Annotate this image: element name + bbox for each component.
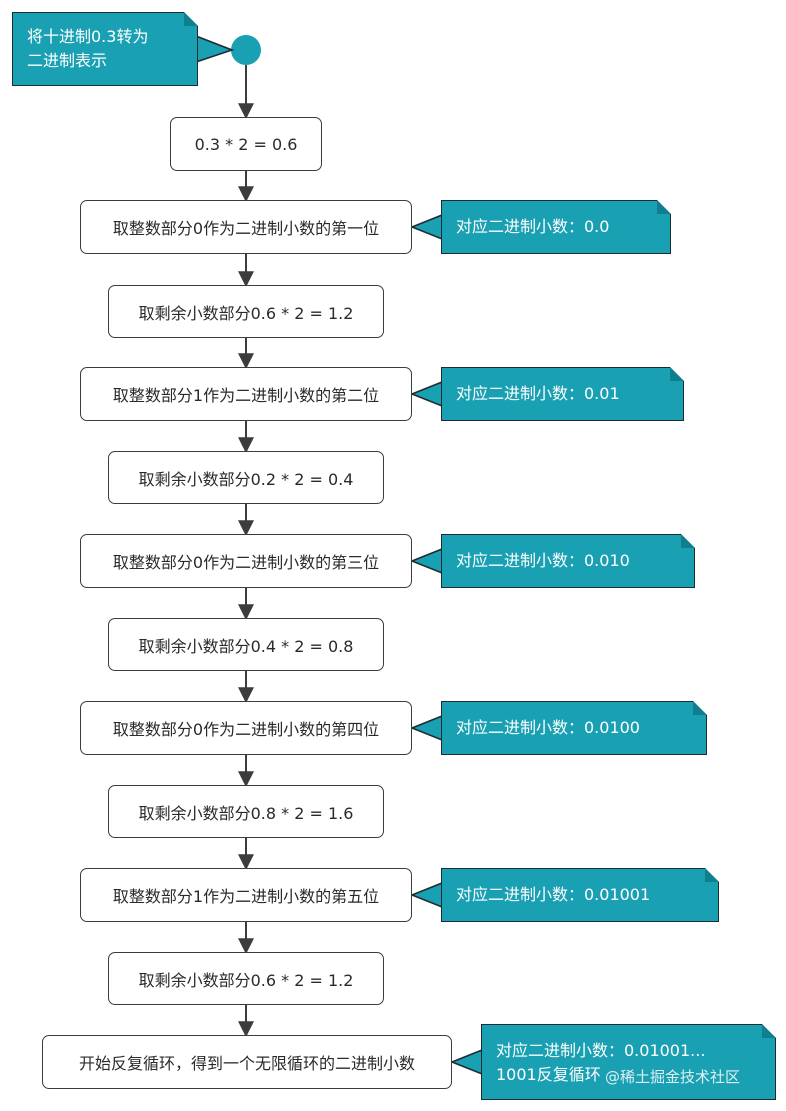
step-label: 取剩余小数部分0.2 * 2 = 0.4 xyxy=(138,469,354,489)
step-box: 取剩余小数部分0.8 * 2 = 1.6 xyxy=(108,785,384,838)
step-label: 0.3 * 2 = 0.6 xyxy=(194,134,298,154)
title-note-pointer xyxy=(195,34,235,64)
note-pointer xyxy=(449,1048,483,1076)
step-box: 取整数部分0作为二进制小数的第四位 xyxy=(80,701,412,755)
step-box: 取剩余小数部分0.2 * 2 = 0.4 xyxy=(108,451,384,504)
title-note: 将十进制0.3转为 二进制表示 xyxy=(12,12,198,86)
note-pointer xyxy=(409,380,443,408)
result-note: 对应二进制小数：0.01001... 1001反复循环 xyxy=(481,1024,776,1100)
note-fold-corner xyxy=(657,200,671,214)
result-note-text: 对应二进制小数：0.0100 xyxy=(456,718,640,737)
step-label: 取整数部分0作为二进制小数的第一位 xyxy=(112,219,380,238)
step-label: 取整数部分1作为二进制小数的第五位 xyxy=(112,887,380,906)
result-note: 对应二进制小数：0.0 xyxy=(441,200,671,254)
result-note: 对应二进制小数：0.010 xyxy=(441,534,695,588)
note-pointer xyxy=(409,213,443,241)
note-pointer xyxy=(409,547,443,575)
result-note-text: 对应二进制小数：0.010 xyxy=(456,551,630,570)
note-fold-corner xyxy=(681,534,695,548)
result-note: 对应二进制小数：0.01 xyxy=(441,367,684,421)
result-note-text: 对应二进制小数：0.0 xyxy=(456,217,610,236)
step-box: 取整数部分1作为二进制小数的第二位 xyxy=(80,367,412,421)
step-box: 取剩余小数部分0.4 * 2 = 0.8 xyxy=(108,618,384,671)
step-box: 取整数部分0作为二进制小数的第一位 xyxy=(80,200,412,254)
start-node xyxy=(231,35,261,65)
step-box: 取剩余小数部分0.6 * 2 = 1.2 xyxy=(108,285,384,338)
title-note-text: 将十进制0.3转为 二进制表示 xyxy=(27,27,149,70)
result-note-text: 对应二进制小数：0.01001 xyxy=(456,885,651,904)
note-fold-corner xyxy=(184,12,198,26)
note-fold-corner xyxy=(670,367,684,381)
step-label: 取剩余小数部分0.6 * 2 = 1.2 xyxy=(138,970,354,990)
note-pointer xyxy=(409,714,443,742)
step-box: 取整数部分0作为二进制小数的第三位 xyxy=(80,534,412,588)
note-fold-corner xyxy=(693,701,707,715)
step-box: 取剩余小数部分0.6 * 2 = 1.2 xyxy=(108,952,384,1005)
result-note: 对应二进制小数：0.01001 xyxy=(441,868,719,922)
step-box: 开始反复循环，得到一个无限循环的二进制小数 xyxy=(42,1035,452,1089)
step-label: 取整数部分0作为二进制小数的第四位 xyxy=(112,720,380,739)
step-label: 取整数部分0作为二进制小数的第三位 xyxy=(112,553,380,572)
note-pointer xyxy=(409,881,443,909)
result-note-text: 对应二进制小数：0.01 xyxy=(456,384,620,403)
result-note-text: 对应二进制小数：0.01001... 1001反复循环 xyxy=(496,1041,706,1084)
step-label: 取剩余小数部分0.4 * 2 = 0.8 xyxy=(138,636,354,656)
step-label: 取剩余小数部分0.8 * 2 = 1.6 xyxy=(138,803,354,823)
step-label: 取剩余小数部分0.6 * 2 = 1.2 xyxy=(138,303,354,323)
note-fold-corner xyxy=(705,868,719,882)
step-label: 开始反复循环，得到一个无限循环的二进制小数 xyxy=(78,1054,415,1073)
step-label: 取整数部分1作为二进制小数的第二位 xyxy=(112,386,380,405)
watermark: @稀土掘金技术社区 xyxy=(605,1068,741,1086)
step-box: 0.3 * 2 = 0.6 xyxy=(170,117,322,171)
note-fold-corner xyxy=(762,1024,776,1038)
step-box: 取整数部分1作为二进制小数的第五位 xyxy=(80,868,412,922)
result-note: 对应二进制小数：0.0100 xyxy=(441,701,707,755)
